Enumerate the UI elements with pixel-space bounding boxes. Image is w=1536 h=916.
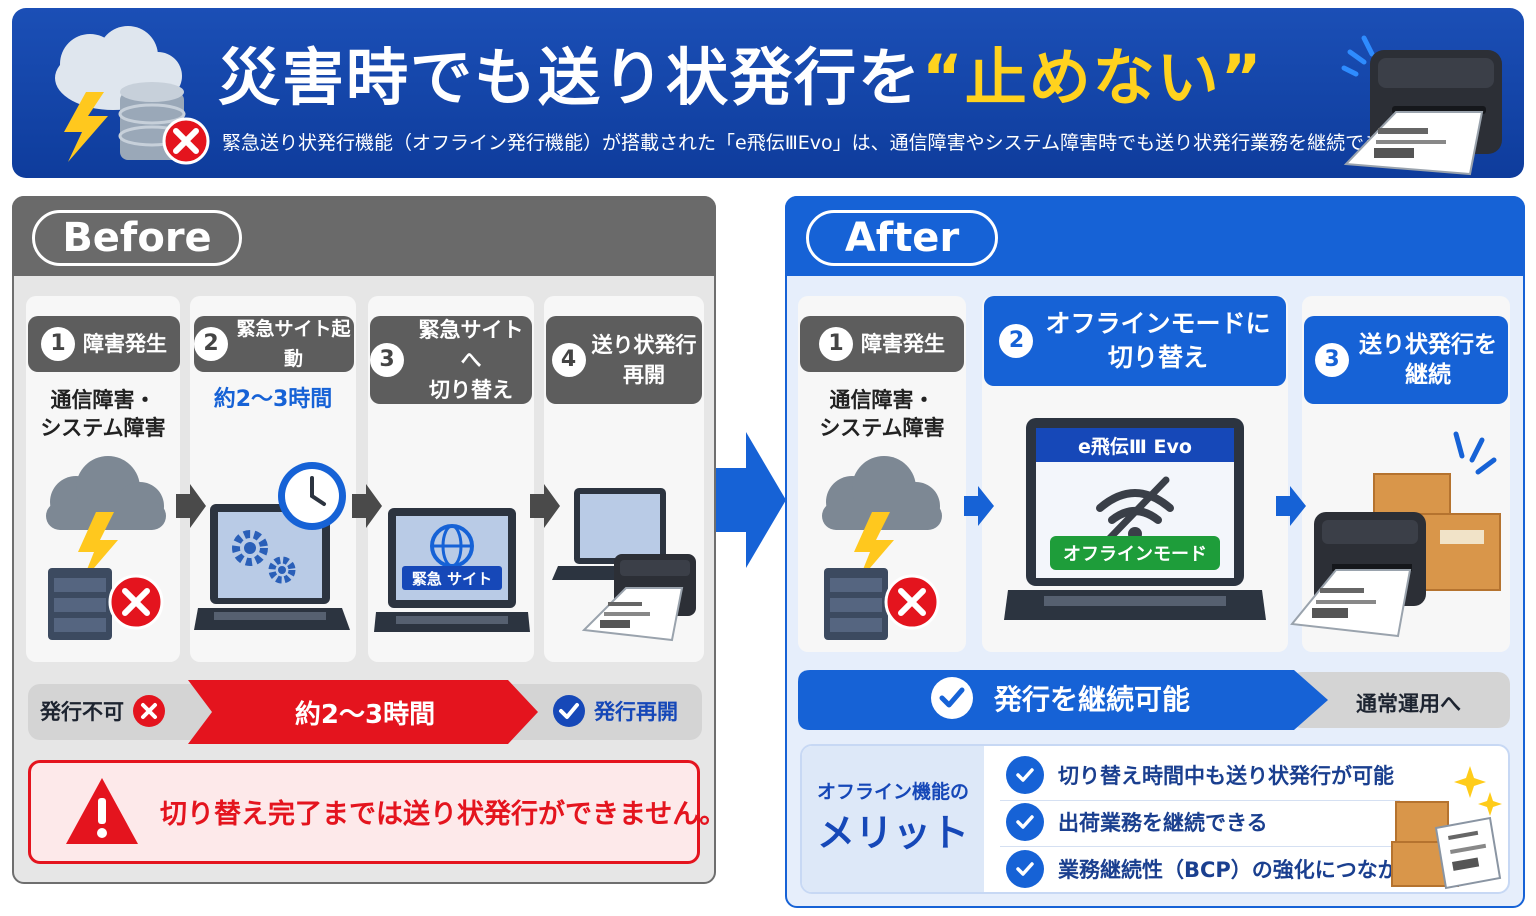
title-line: 切り替え — [429, 378, 513, 402]
arrow-right-icon — [176, 484, 206, 528]
before-step-1-header: 1 障害発生 — [28, 316, 180, 372]
merit-item-text: 切り替え時間中も送り状発行が可能 — [1058, 764, 1394, 788]
before-step-2-header: 2 緊急サイト起動 — [194, 316, 354, 372]
text-line: システム障害 — [40, 416, 166, 440]
before-label: Before — [32, 210, 242, 266]
step-title: 送り状発行を 継続 — [1359, 330, 1497, 390]
continue-issuing: 発行を継続可能 — [930, 676, 1190, 720]
after-step-2-header: 2 オフラインモードに 切り替え — [984, 296, 1286, 386]
step-number: 2 — [194, 327, 228, 361]
step-number: 1 — [41, 327, 75, 361]
boxes-label-sparkle-icon — [1390, 762, 1506, 890]
check-circle-icon — [1006, 803, 1044, 841]
merit-label-area — [802, 746, 984, 892]
before-step-2-text: 約2～3時間 — [213, 387, 333, 412]
title-line: 緊急サイトへ — [418, 318, 524, 372]
title-line: 送り状発行 — [591, 333, 697, 357]
step-title: 障害発生 — [861, 332, 945, 356]
merit-label: オフライン機能の メリット — [802, 778, 984, 860]
bar-left-label: 発行不可 — [40, 700, 124, 724]
check-circle-icon — [552, 694, 586, 728]
page-title: 災害時でも送り状発行を“止めない” — [218, 36, 1264, 120]
step-title: 緊急サイトへ 切り替え — [410, 315, 532, 405]
title-main: 災害時でも送り状発行を — [218, 41, 923, 114]
label-printer-icon — [1330, 28, 1510, 178]
after-panel-header — [785, 196, 1525, 276]
laptop-gears-clock-icon — [194, 456, 354, 646]
app-name-label: e飛伝Ⅲ Evo — [1078, 435, 1192, 458]
merit-item: 切り替え時間中も送り状発行が可能 — [1006, 756, 1394, 794]
check-circle-icon — [930, 676, 974, 720]
issue-unavailable: 発行不可 — [40, 694, 166, 728]
after-step-1-header: 1 障害発生 — [800, 316, 964, 372]
x-circle-icon — [132, 694, 166, 728]
warning-text: 切り替え完了までは送り状発行ができません。 — [160, 799, 727, 830]
title-line: 切り替え — [1107, 343, 1208, 372]
merit-item-text: 出荷業務を継続できる — [1058, 811, 1268, 835]
merit-label-big: メリット — [816, 811, 969, 855]
merit-item: 出荷業務を継続できる — [1006, 803, 1268, 841]
issue-resumed: 発行再開 — [552, 694, 678, 728]
before-step-1-text: 通信障害・ システム障害 — [26, 386, 180, 442]
divider — [1000, 846, 1400, 847]
merit-item: 業務継続性（BCP）の強化につながる — [1006, 850, 1420, 888]
text-line: 通信障害・ — [50, 388, 156, 412]
downtime-label: 約2～3時間 — [294, 699, 436, 730]
before-to-after-arrow-icon — [716, 432, 786, 568]
arrow-right-icon — [964, 486, 994, 526]
after-step-3-header: 3 送り状発行を 継続 — [1304, 316, 1508, 404]
check-circle-icon — [1006, 850, 1044, 888]
page-subtitle: 緊急送り状発行機能（オフライン発行機能）が搭載された「e飛伝ⅢEvo」は、通信障… — [222, 132, 1439, 154]
warning-box — [28, 760, 700, 864]
blue-arrow-band — [798, 662, 1328, 738]
bar-right-label: 発行再開 — [594, 700, 678, 724]
offline-mode-badge: オフラインモード — [1050, 536, 1220, 570]
after-step-1-text: 通信障害・ システム障害 — [798, 386, 966, 442]
printer-boxes-icon — [1290, 430, 1508, 644]
step-number: 3 — [1315, 343, 1349, 377]
arrow-right-icon — [530, 484, 560, 528]
bar-main-label: 発行を継続可能 — [994, 683, 1191, 716]
merit-item-text: 業務継続性（BCP）の強化につながる — [1058, 858, 1420, 882]
title-line: 継続 — [1405, 362, 1451, 388]
before-step-4-header: 4 送り状発行 再開 — [546, 316, 702, 404]
cloud-lightning-database-icon — [28, 20, 218, 170]
title-line: オフラインモードに — [1045, 309, 1271, 338]
before-panel-header — [12, 196, 716, 276]
title-line: 再開 — [623, 363, 665, 387]
step-number: 4 — [551, 343, 586, 377]
title-line: 送り状発行を — [1359, 332, 1497, 358]
step-number: 3 — [370, 343, 404, 377]
red-arrow-band — [188, 680, 538, 744]
step-title: 送り状発行 再開 — [592, 330, 697, 390]
outage-server-icon — [812, 452, 952, 648]
text-line: 通信障害・ — [829, 388, 935, 412]
merit-label-small: オフライン機能の — [816, 781, 969, 803]
laptop-printer-icon — [552, 484, 700, 644]
before-step-3-header: 3 緊急サイトへ 切り替え — [370, 316, 532, 404]
check-circle-icon — [1006, 756, 1044, 794]
step-title: オフラインモードに 切り替え — [1045, 307, 1270, 375]
header-banner — [12, 8, 1524, 178]
arrow-right-icon — [352, 484, 382, 528]
emergency-site-label: 緊急 サイト — [402, 566, 502, 590]
outage-server-icon — [36, 452, 176, 648]
text-line: システム障害 — [819, 416, 945, 440]
bar-right-label: 通常運用へ — [1356, 692, 1461, 716]
step-number: 1 — [819, 327, 853, 361]
step-title: 障害発生 — [83, 332, 167, 356]
after-label: After — [806, 210, 998, 266]
step-number: 2 — [999, 324, 1034, 358]
title-highlight: “止めない” — [922, 41, 1264, 114]
arrow-right-icon — [1276, 486, 1306, 526]
divider — [1000, 800, 1400, 801]
step-title: 緊急サイト起動 — [236, 318, 351, 370]
warning-icon — [64, 776, 140, 846]
